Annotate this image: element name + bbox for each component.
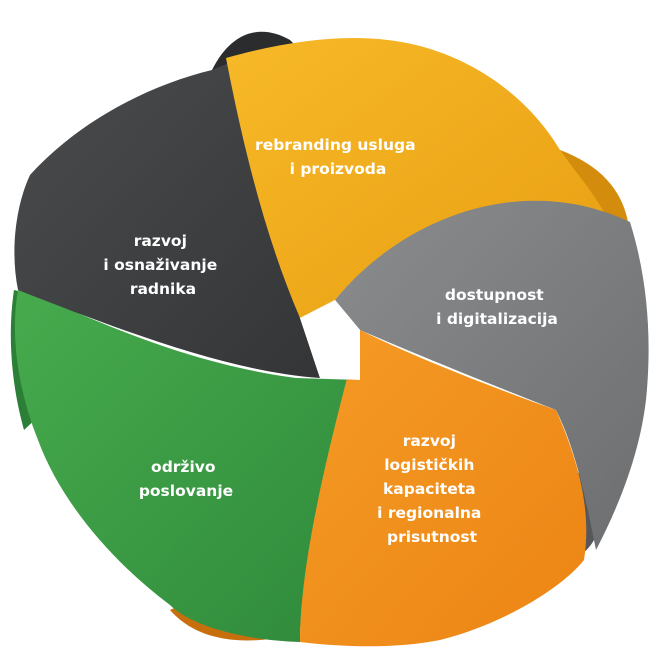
label-logistika: razvoj logističkih kapaciteta i regional…	[377, 432, 487, 546]
segment-dostupnost-shape	[335, 200, 649, 550]
label-radnici: razvoj i osnaživanje radnika	[103, 232, 222, 298]
label-odrzivo: održivo poslovanje	[139, 458, 233, 500]
label-dostupnost: dostupnost i digitalizacija	[436, 286, 558, 328]
segment-rebranding-shape	[226, 37, 612, 319]
segment-odrzivo-shape	[14, 290, 360, 642]
segment-logistika-shape	[300, 330, 587, 647]
center-hole	[300, 300, 360, 380]
label-rebranding: rebranding usluga i proizvoda	[255, 136, 421, 178]
